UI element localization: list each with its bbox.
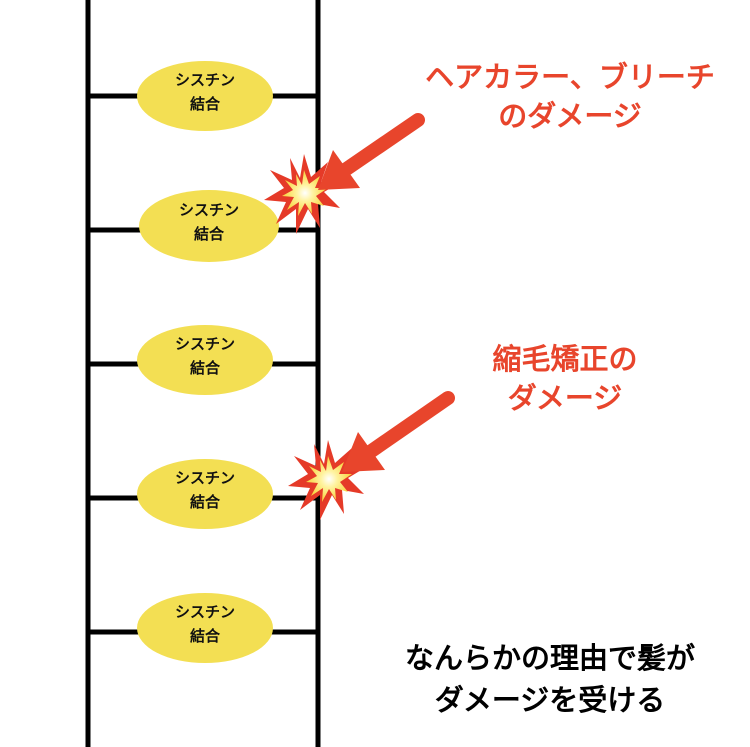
damage-arrow [318, 113, 425, 190]
cystine-bond-label: シスチン [179, 201, 239, 219]
cystine-bond-1: シスチン 結合 [137, 61, 273, 131]
explosion-icon [264, 154, 344, 234]
hair-color-damage-annotation: ヘアカラー、ブリーチ のダメージ [390, 58, 750, 136]
straightening-line-2: ダメージ [507, 381, 623, 416]
cystine-bond-label-2: 結合 [190, 95, 221, 113]
hair-color-line-2: のダメージ [498, 99, 642, 134]
straightening-line-1: 縮毛矯正の [492, 342, 638, 376]
cystine-bond-label: シスチン [175, 335, 235, 353]
cystine-bond-5: シスチン 結合 [137, 593, 273, 663]
damage-reason-caption: なんらかの理由で髪が ダメージを受ける [360, 637, 740, 721]
cystine-bond-label-2: 結合 [190, 627, 221, 645]
cystine-bond-label-2: 結合 [194, 225, 225, 243]
cystine-bond-label: シスチン [175, 469, 235, 487]
explosion-icon [288, 440, 368, 520]
straightening-damage-annotation: 縮毛矯正の ダメージ [440, 340, 690, 418]
cystine-bond-label: シスチン [175, 603, 235, 621]
cystine-bond-3: シスチン 結合 [137, 325, 273, 395]
hair-color-line-1: ヘアカラー、ブリーチ [425, 60, 715, 94]
cystine-bond-4: シスチン 結合 [137, 459, 273, 529]
cystine-bond-label: シスチン [175, 71, 235, 89]
reason-line-2: ダメージを受ける [434, 683, 666, 718]
damage-arrow [342, 391, 455, 472]
cystine-bond-label-2: 結合 [190, 359, 221, 377]
cystine-bond-label-2: 結合 [190, 493, 221, 511]
reason-line-1: なんらかの理由で髪が [404, 641, 695, 675]
cystine-bond-2: シスチン 結合 [139, 190, 279, 262]
